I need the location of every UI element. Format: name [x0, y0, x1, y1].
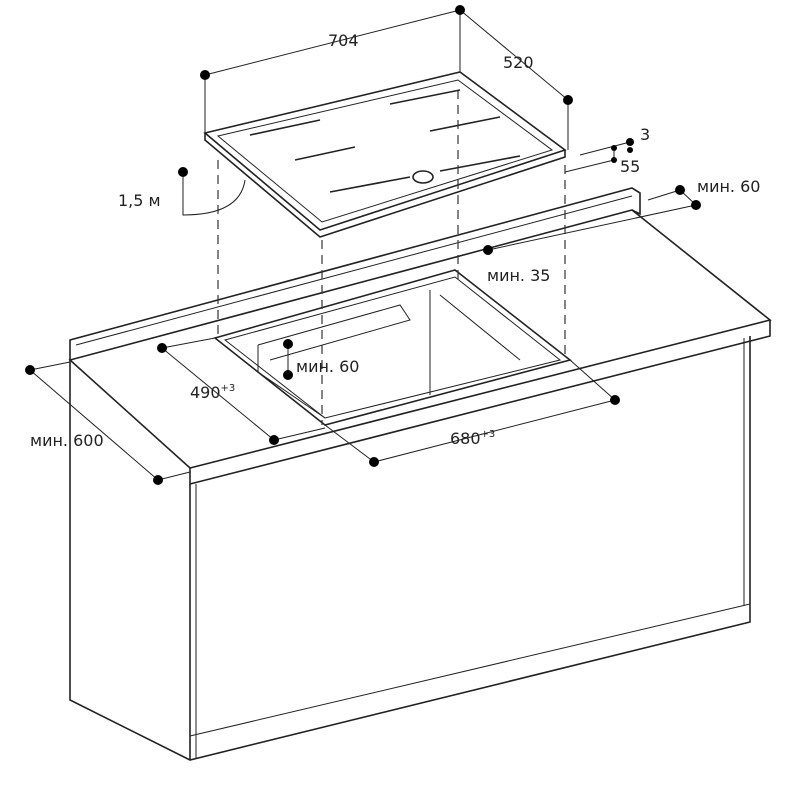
hob-height-label: 55: [620, 157, 640, 176]
cabinet: [69, 336, 751, 761]
dimension-dots: [25, 5, 701, 485]
min-cutout-rear-label: мин. 35: [487, 266, 550, 285]
hob-width-label: 704: [328, 31, 359, 50]
hob: [203, 71, 567, 238]
cutout-width-label: 680+3: [450, 429, 495, 448]
min-inner-gap-label: мин. 60: [296, 357, 359, 376]
control-knob-icon: [412, 170, 434, 184]
worktop: [68, 187, 772, 486]
projection-lines: [217, 90, 566, 425]
hob-frame-label: 3: [640, 125, 650, 144]
worktop-depth-label: мин. 600: [30, 431, 104, 450]
hob-depth-label: 520: [503, 53, 534, 72]
min-rear-gap-label: мин. 60: [697, 177, 760, 196]
cutout-depth-label: 490+3: [190, 383, 235, 402]
cable-length-label: 1,5 м: [118, 191, 161, 210]
dimension-lines: [29, 9, 697, 481]
